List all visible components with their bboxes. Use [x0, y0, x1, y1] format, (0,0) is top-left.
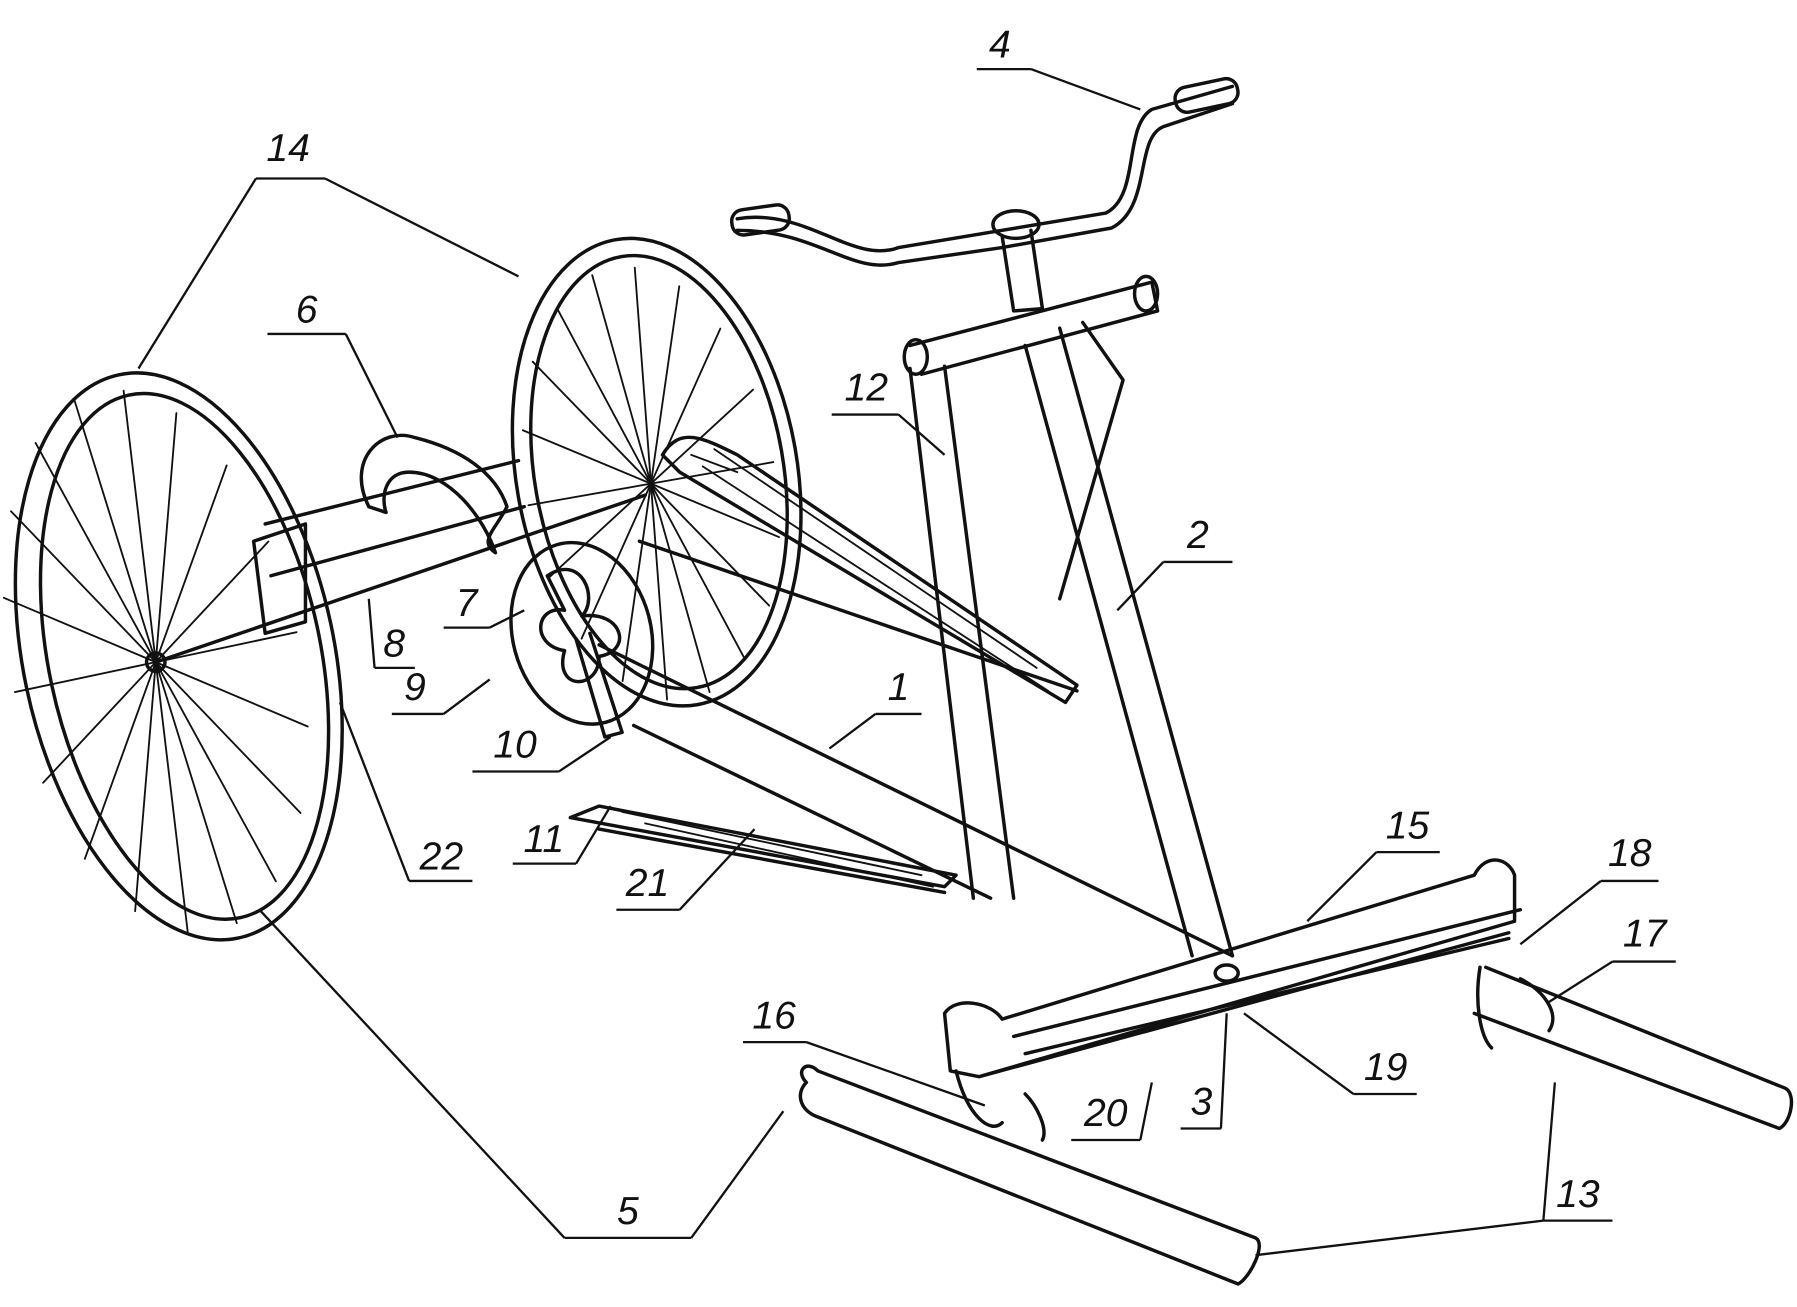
leader-line	[489, 609, 525, 629]
leader-line	[897, 413, 946, 456]
part-label: 10	[493, 724, 537, 767]
rear-wheel-right	[510, 236, 803, 708]
leader-line	[1548, 960, 1614, 1003]
leader-line	[1219, 1013, 1228, 1129]
ski-crossbar	[942, 858, 1517, 1079]
leader-line	[1306, 851, 1378, 923]
leader-line	[558, 736, 612, 773]
part-label: 9	[404, 666, 426, 709]
part-label: 15	[1386, 804, 1430, 847]
part-label: 13	[1556, 1173, 1600, 1216]
leader-line	[344, 333, 399, 439]
leader-line	[258, 908, 566, 1239]
part-label: 19	[1364, 1046, 1408, 1089]
leader-line	[442, 678, 491, 715]
leader-line	[137, 177, 257, 370]
leader-line	[367, 598, 376, 668]
part-label: 1	[888, 666, 910, 709]
part-label: 2	[1186, 514, 1209, 557]
leader-line	[1243, 1012, 1355, 1095]
part-label: 17	[1623, 913, 1668, 956]
part-label: 7	[456, 582, 479, 625]
leader-line	[1116, 561, 1165, 612]
steering-column	[1023, 320, 1235, 958]
part-label: 22	[419, 835, 464, 878]
leader-line	[324, 177, 520, 278]
part-label: 8	[383, 622, 405, 665]
rear-wheel-left	[2, 371, 344, 942]
leader-line	[805, 1041, 986, 1107]
ski-left	[798, 1064, 1261, 1286]
part-label: 11	[524, 818, 565, 861]
part-label: 6	[296, 288, 318, 331]
leader-line	[1255, 1219, 1544, 1257]
leader-line	[1030, 68, 1141, 111]
part-label: 18	[1608, 832, 1652, 875]
handlebar	[735, 84, 1235, 267]
part-label: 21	[625, 862, 670, 905]
leader-line	[575, 805, 612, 865]
chainring	[509, 540, 655, 726]
leader-line	[338, 702, 411, 882]
axle	[154, 493, 647, 664]
part-label: 3	[1190, 1081, 1212, 1124]
part-label: 4	[989, 24, 1011, 67]
leader-line	[690, 1110, 785, 1239]
part-label: 5	[617, 1190, 639, 1233]
leader-line	[1139, 1082, 1153, 1141]
leader-line	[828, 713, 877, 750]
ski-right	[1472, 965, 1794, 1131]
leader-line	[678, 828, 756, 911]
part-label: 12	[844, 367, 888, 410]
leader-line	[1519, 880, 1602, 946]
leader-line	[1542, 1082, 1557, 1221]
part-label: 20	[1083, 1092, 1128, 1135]
part-label: 14	[266, 127, 310, 170]
part-label: 16	[752, 994, 796, 1037]
seat	[359, 433, 509, 555]
